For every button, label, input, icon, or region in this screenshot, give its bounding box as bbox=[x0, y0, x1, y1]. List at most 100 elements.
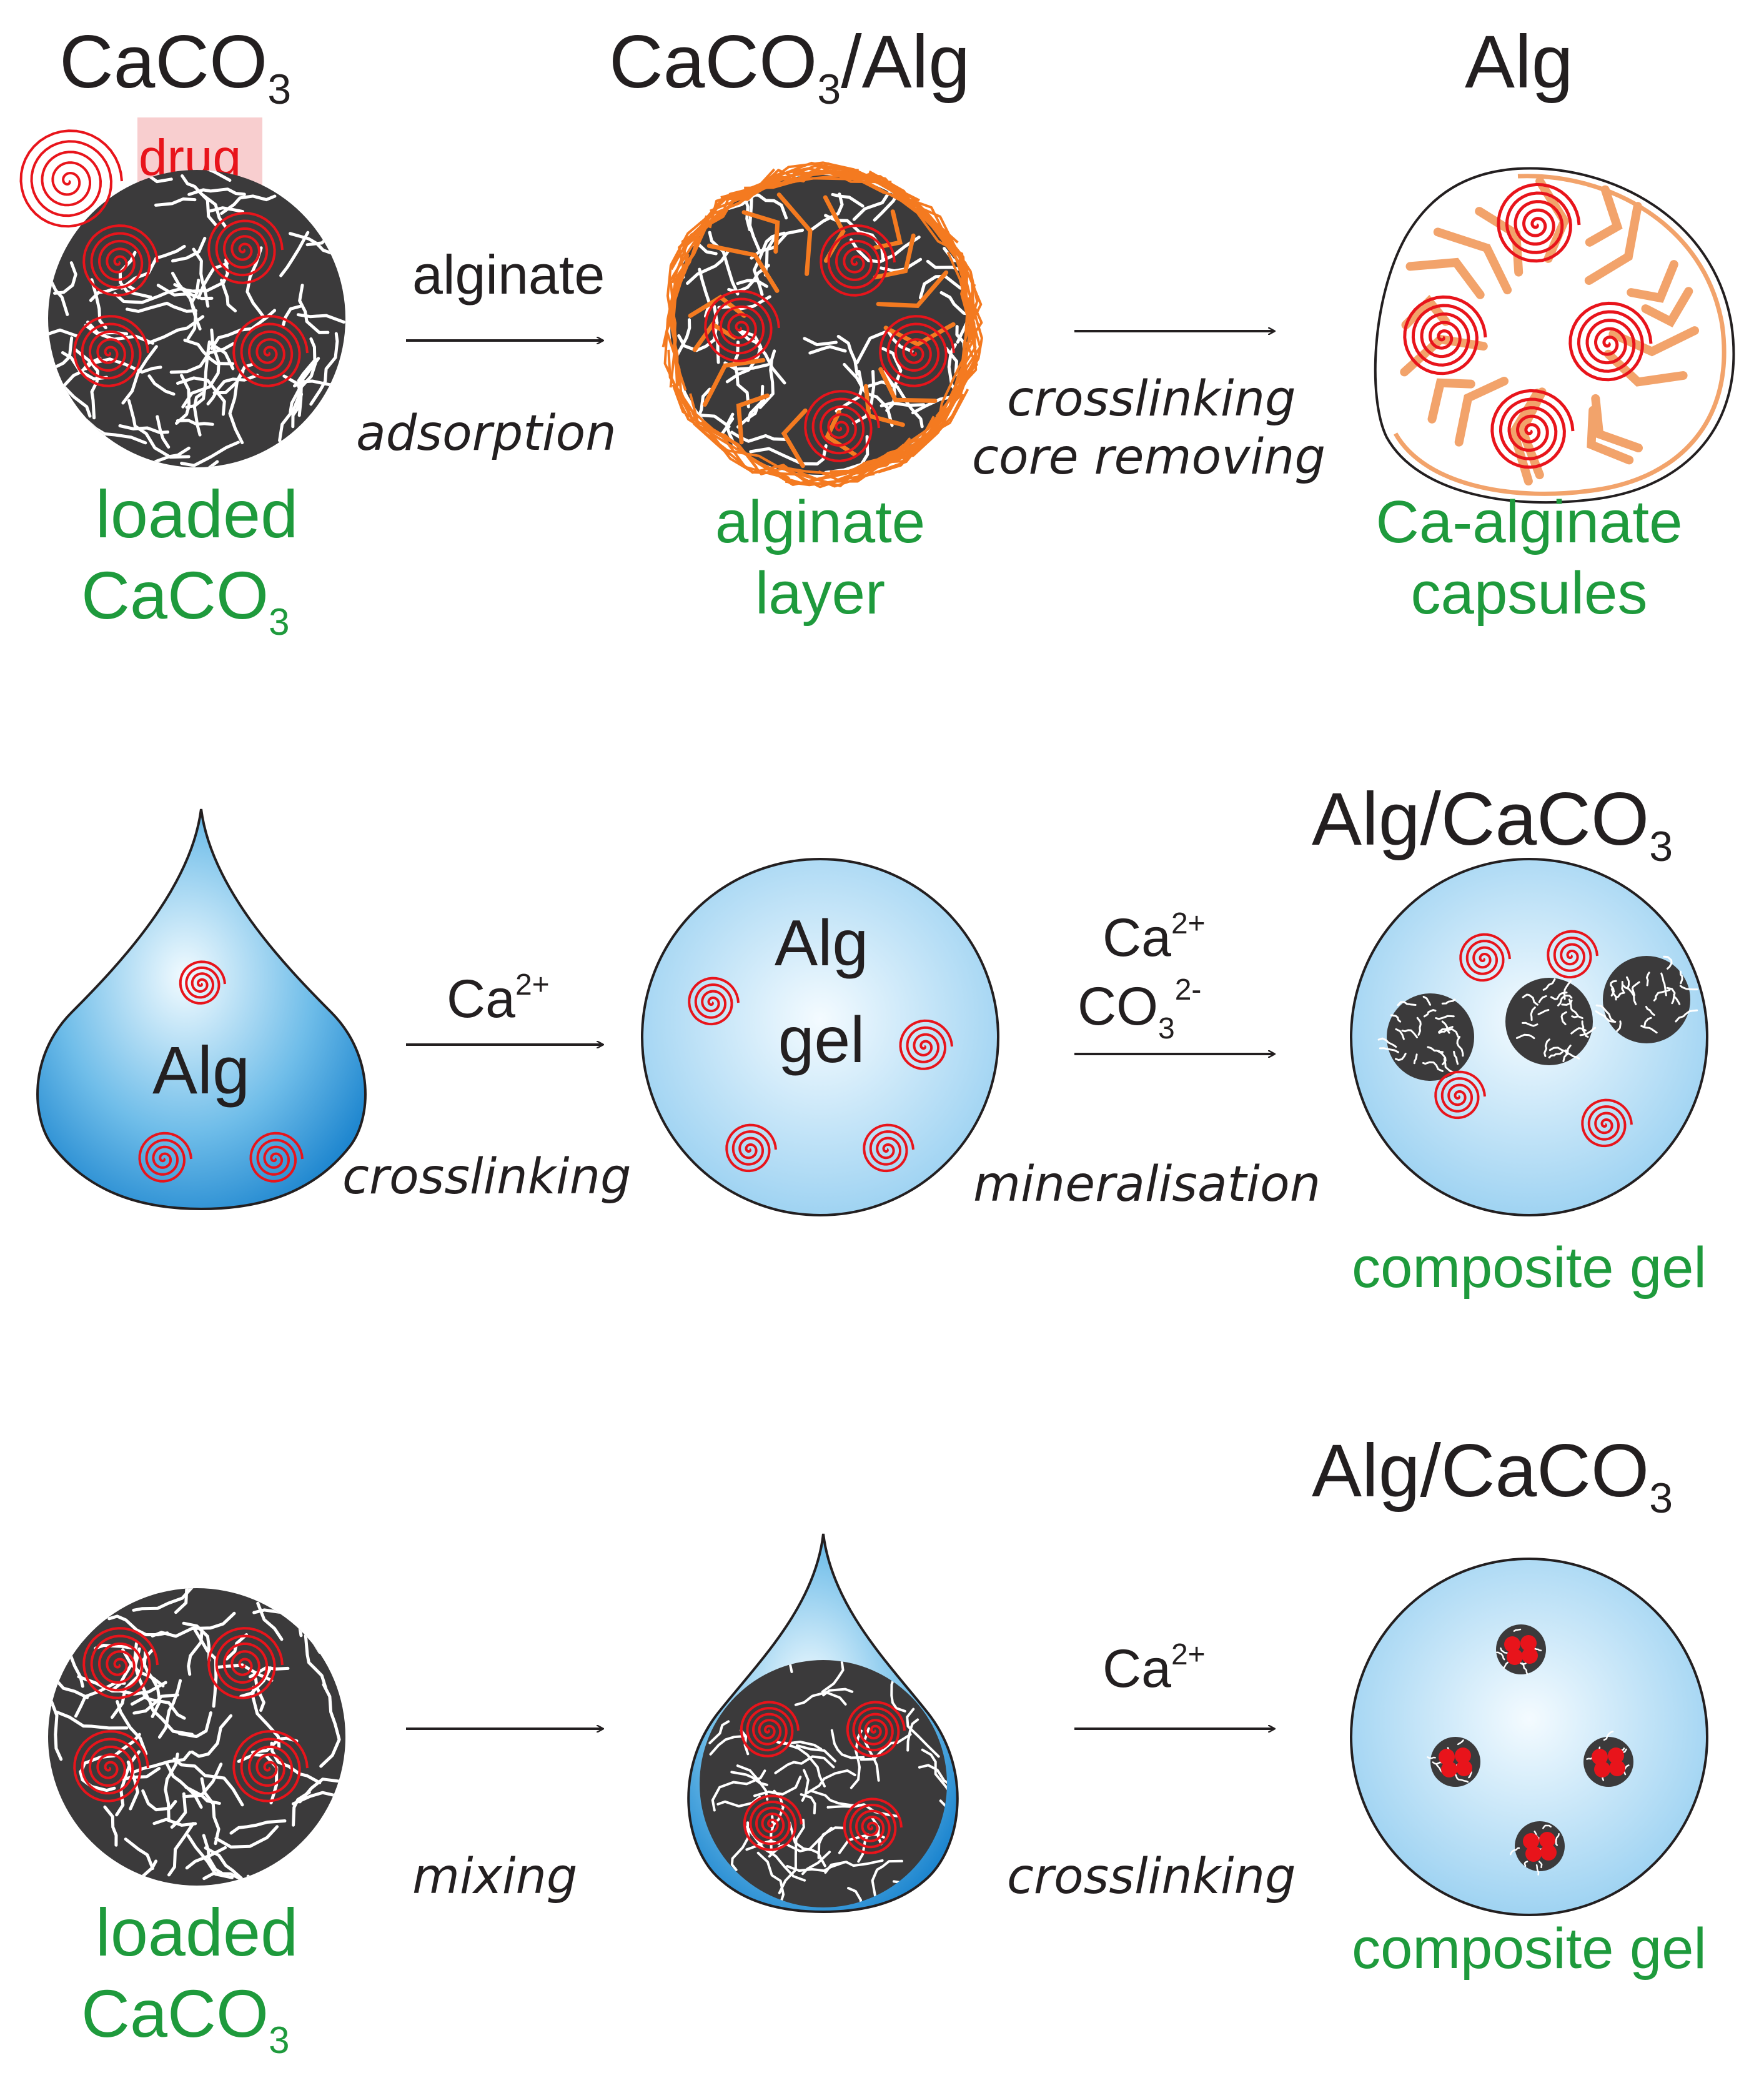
pore-line bbox=[297, 1598, 332, 1638]
pore-line bbox=[1653, 988, 1671, 1002]
loaded-caco3-microparticle bbox=[1583, 1731, 1633, 1787]
pore-line bbox=[677, 304, 719, 352]
pore-line bbox=[204, 1846, 243, 1880]
pore-line bbox=[1622, 984, 1637, 1005]
alginate-fiber bbox=[1641, 287, 1693, 328]
drug-dot bbox=[1507, 1649, 1523, 1665]
pore-line bbox=[111, 1649, 154, 1719]
pore-line bbox=[181, 328, 220, 409]
loaded-caco3-microparticle bbox=[1510, 1821, 1565, 1876]
alginate-fiber bbox=[824, 410, 858, 457]
pore-line bbox=[298, 1772, 345, 1804]
drug-spiral bbox=[740, 1701, 800, 1757]
drug-spiral bbox=[179, 960, 226, 1005]
pore-line bbox=[1555, 1839, 1558, 1846]
drug-spiral bbox=[232, 315, 309, 387]
pore-line bbox=[86, 321, 154, 345]
pore-line bbox=[806, 1769, 856, 1794]
alginate-fiber bbox=[736, 393, 770, 445]
pore-line bbox=[1643, 1017, 1652, 1028]
alginate-fiber bbox=[1587, 405, 1634, 465]
row3-arrow1-label-below: mixing bbox=[412, 1849, 577, 1905]
pore-line bbox=[167, 1822, 195, 1877]
caco3-mineral-particle bbox=[1505, 978, 1597, 1065]
pore-line bbox=[169, 342, 235, 374]
pore-line bbox=[220, 194, 277, 215]
row3-arrow2-label-above: Ca2+ bbox=[1102, 1638, 1206, 1699]
caco3-mineral-particles bbox=[1377, 955, 1698, 1081]
pore-line bbox=[48, 328, 79, 338]
alginate-drop-with-caco3 bbox=[687, 1533, 959, 1914]
pore-line bbox=[1548, 1051, 1563, 1059]
row1-label-left-line2: CaCO3 bbox=[81, 557, 289, 643]
pore-line bbox=[50, 1700, 63, 1761]
alginate-fiber bbox=[1627, 260, 1678, 303]
pore-line bbox=[1496, 1651, 1505, 1661]
pore-line bbox=[919, 274, 962, 300]
alginate-fiber bbox=[1585, 185, 1623, 247]
pore-line bbox=[53, 261, 77, 295]
row2-arrow2-label-above2: CO32- bbox=[1078, 973, 1201, 1045]
pore-line bbox=[786, 1861, 844, 1872]
pore-line bbox=[1645, 972, 1650, 987]
drug-spiral bbox=[725, 1123, 777, 1173]
drug-spiral bbox=[138, 1131, 192, 1183]
pore-line bbox=[1422, 1061, 1444, 1072]
pore-line bbox=[1432, 1761, 1443, 1765]
drug-dot bbox=[1522, 1648, 1538, 1664]
drug-spiral bbox=[688, 977, 740, 1026]
pore-line bbox=[74, 348, 99, 420]
composite-gel-bead bbox=[1350, 1558, 1708, 1916]
pore-line bbox=[1544, 1038, 1550, 1057]
alginate-fiber bbox=[876, 270, 949, 308]
drug-spirals bbox=[1434, 930, 1633, 1148]
pore-line bbox=[282, 374, 304, 429]
pore-line bbox=[831, 192, 865, 208]
pore-line bbox=[1579, 1027, 1597, 1036]
pore-line bbox=[943, 247, 970, 272]
pore-line bbox=[103, 1805, 118, 1847]
pore-line bbox=[1453, 1050, 1459, 1065]
row1-label-right-line1: Ca-alginate bbox=[1376, 489, 1683, 555]
loaded-caco3-particle bbox=[48, 170, 345, 467]
pore-line bbox=[1571, 1015, 1583, 1020]
pore-line bbox=[730, 430, 787, 443]
pore-line bbox=[121, 345, 158, 405]
drug-spiral bbox=[82, 1627, 159, 1699]
pore-line bbox=[1568, 998, 1579, 1017]
drug-dot bbox=[1525, 1846, 1542, 1862]
drug-spiral bbox=[820, 224, 896, 297]
pore-line bbox=[857, 1833, 870, 1863]
row2-label-right: composite gel bbox=[1352, 1236, 1707, 1300]
pore-line bbox=[90, 278, 107, 329]
alginate-fiber bbox=[1427, 378, 1475, 424]
pore-line bbox=[1673, 993, 1681, 1005]
row1-title-right: Alg bbox=[1465, 20, 1573, 104]
alginate-drop bbox=[36, 808, 367, 1211]
pore-line bbox=[1441, 1020, 1450, 1034]
pore-line bbox=[1554, 1832, 1560, 1842]
pore-line bbox=[1621, 981, 1625, 993]
alginate-gel-bead bbox=[641, 858, 999, 1216]
drug-dot bbox=[1439, 1749, 1455, 1765]
pore-line bbox=[1535, 1864, 1540, 1876]
pore-line bbox=[730, 1771, 768, 1786]
row2-arrow1-label-below: crosslinking bbox=[342, 1149, 632, 1205]
pore-line bbox=[1679, 970, 1683, 985]
pore-line bbox=[921, 1748, 947, 1794]
row2-drop-label: Alg bbox=[152, 1032, 250, 1108]
drug-spiral bbox=[19, 129, 123, 228]
pore-line bbox=[1379, 1047, 1399, 1053]
drug-dot bbox=[1609, 1760, 1625, 1776]
pore-line bbox=[1548, 1046, 1568, 1056]
pore-line bbox=[279, 231, 310, 277]
pore-line bbox=[147, 374, 176, 396]
pore-line bbox=[296, 313, 345, 324]
pore-line bbox=[1660, 972, 1667, 997]
pore-line bbox=[1542, 1824, 1552, 1829]
pore-line bbox=[906, 1708, 940, 1758]
caco3-core bbox=[1515, 1821, 1565, 1871]
alginate-fiber bbox=[1433, 227, 1512, 295]
drug-spiral bbox=[1547, 930, 1598, 979]
